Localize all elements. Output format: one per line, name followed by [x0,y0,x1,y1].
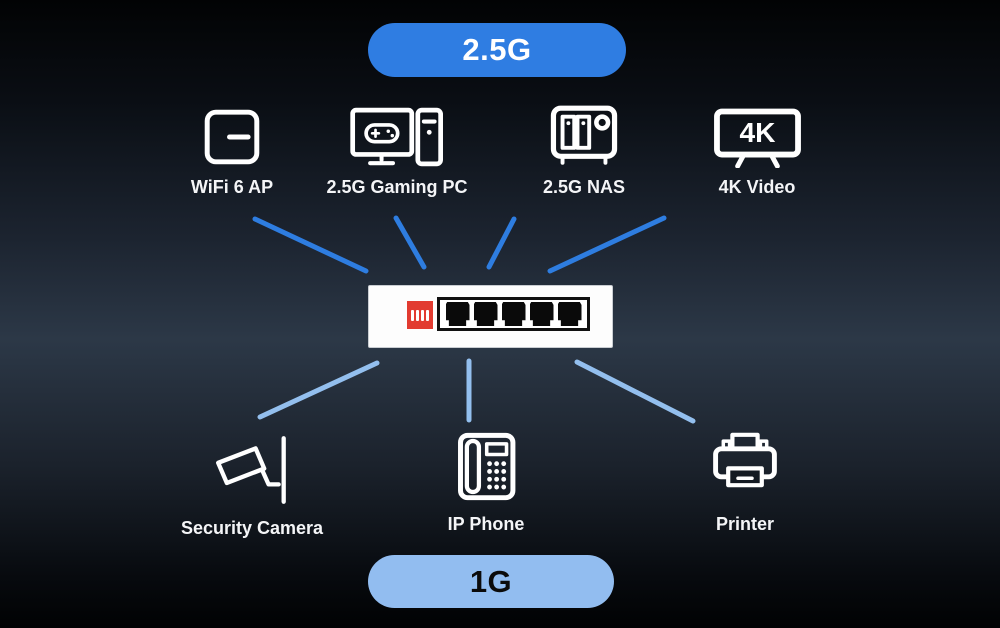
device-gaming-pc: 2.5G Gaming PC [307,104,487,198]
device-printer: Printer [655,432,835,535]
device-ip-phone: IP Phone [396,430,576,535]
speed-badge-1g: 1G [368,555,614,608]
ethernet-port [501,302,526,326]
printer-icon [707,432,783,502]
ethernet-port [557,302,582,326]
device-nas: 2.5G NAS [494,104,674,198]
device-label: IP Phone [447,514,525,534]
wifi-ap-icon [201,104,263,168]
device-label: 2.5G Gaming PC [326,177,468,197]
link-wifi-ap [252,216,369,274]
speed-badge-1g-label: 1G [469,563,513,599]
device-label: 2.5G NAS [542,177,626,197]
ethernet-port [445,302,470,326]
link-printer [574,359,696,424]
ethernet-port-bank [437,297,590,331]
device-4k-video: 4K 4K Video [667,104,847,198]
ethernet-port [473,302,498,326]
ethernet-port [529,302,554,326]
link-4k-video [547,215,667,274]
speed-badge-2-5g-label: 2.5G [462,32,532,67]
device-security-camera: Security Camera [162,434,342,539]
tv-4k-icon: 4K [712,104,803,168]
device-label: Printer [715,514,775,534]
device-wifi-6-ap: WiFi 6 AP [142,104,322,198]
device-label: 4K Video [718,177,796,197]
network-switch [368,285,613,348]
security-camera-icon [212,434,292,506]
dip-switch-icon [407,301,433,329]
device-label: WiFi 6 AP [190,177,274,197]
link-security-camera [257,360,380,420]
tv-screen-text: 4K [739,117,776,148]
link-nas [486,216,517,270]
device-label: Security Camera [180,518,324,538]
link-gaming-pc [393,215,427,270]
nas-icon [548,104,620,168]
ip-phone-icon [452,430,520,502]
gaming-pc-icon [350,104,444,168]
speed-badge-2-5g: 2.5G [368,23,626,77]
